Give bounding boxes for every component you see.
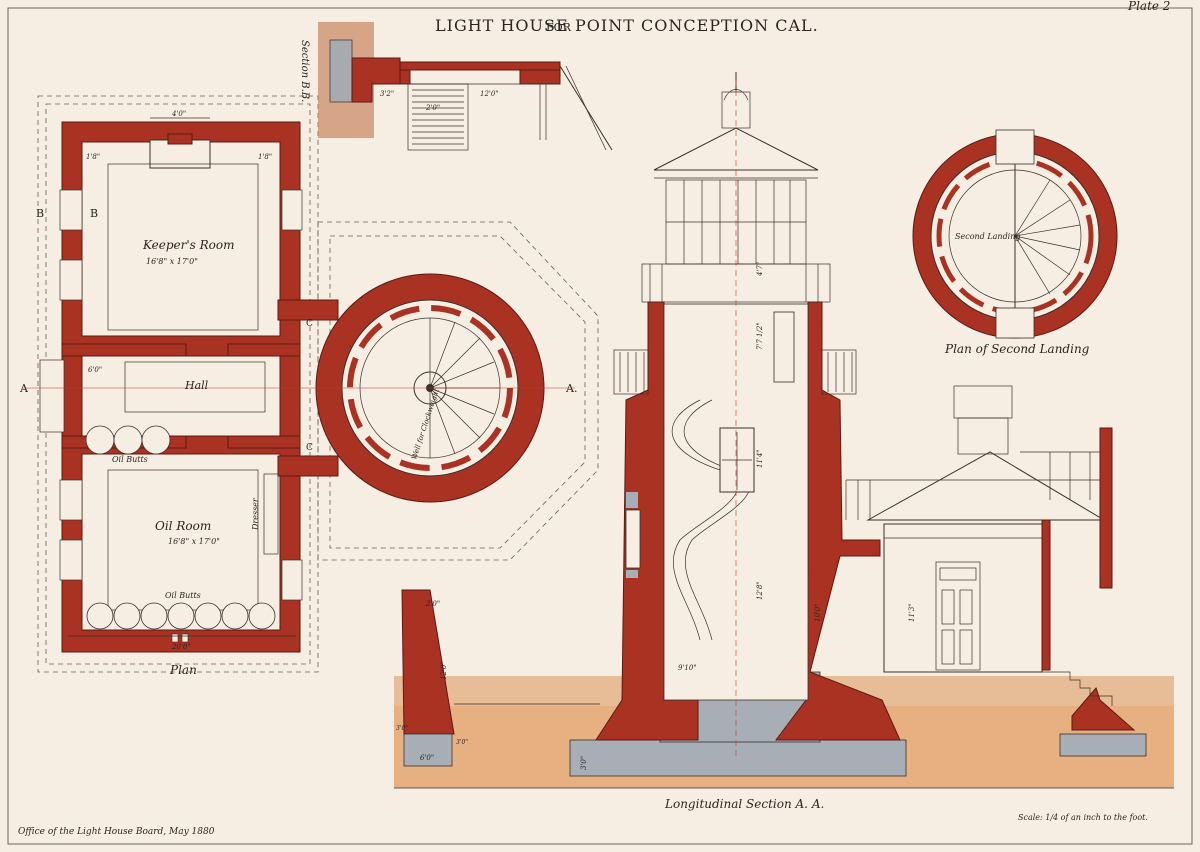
plate-number: Plate 2: [1127, 0, 1170, 13]
dim-base: 9'10": [678, 664, 697, 672]
retaining-dim-top: 2'0": [425, 600, 440, 608]
section-bb-dim-b: 12'0": [480, 90, 499, 98]
section-bb-dim-a: 2'0": [425, 104, 440, 112]
office-credit: Office of the Light House Board, May 188…: [18, 827, 215, 837]
section-mark-b-left: B: [36, 207, 44, 220]
hall-label: Hall: [184, 379, 209, 392]
dim-upper: 7'7 1/2": [756, 322, 764, 350]
title-main: LIGHT HOUSE: [435, 16, 569, 35]
retaining-dim-b: 3'0": [456, 739, 468, 746]
section-bb: [318, 22, 613, 151]
dim-room-height: 10'0": [814, 603, 822, 622]
dresser-label: Dresser: [251, 497, 260, 531]
section-mark-b: B: [90, 207, 98, 220]
section-mark-a-right: A.: [565, 382, 577, 395]
retaining-dim-height: 12'0": [440, 661, 448, 680]
title-place: POINT CONCEPTION CAL.: [575, 16, 819, 35]
plan-dim-5: 6'0": [88, 366, 102, 374]
second-landing-caption: Plan of Second Landing: [944, 342, 1090, 356]
retaining-dim-base: 6'0": [420, 754, 434, 762]
oil-butts-upper-label: Oil Butts: [112, 455, 148, 464]
dim-middle: 11'4": [756, 449, 764, 468]
mark-c-upper: C: [306, 319, 313, 329]
oil-butts-lower-label: Oil Butts: [165, 591, 201, 600]
scale-note: Scale: 1/4 of an inch to the foot.: [1018, 813, 1148, 822]
section-bb-caption: Section B.B.: [299, 40, 310, 102]
dim-footing: 3'0": [580, 756, 588, 770]
keepers-room-label: Keeper's Room: [142, 238, 235, 252]
plan-caption: Plan: [169, 663, 197, 677]
second-landing-inner-label: Second Landing: [955, 232, 1021, 241]
dim-lower: 12'8": [756, 581, 764, 600]
dim-lantern: 4'7": [756, 262, 764, 277]
mark-c-lower: C: [306, 443, 313, 453]
title-for: FOR: [546, 21, 572, 34]
keepers-room-size: 16'8" x 17'0": [146, 257, 198, 266]
plan-dim-2: 1'8": [258, 153, 272, 161]
dim-room-height-2: 11'3": [908, 603, 916, 622]
plan-dim-1: 1'8": [86, 153, 100, 161]
longitudinal-section-caption: Longitudinal Section A. A.: [664, 797, 824, 811]
second-landing-plan: [912, 129, 1118, 339]
retaining-dim-a: 3'0": [396, 725, 408, 732]
longitudinal-section: [394, 72, 1174, 789]
section-bb-dim-c: 3'2": [380, 90, 394, 98]
section-mark-a-left: A: [19, 382, 29, 395]
oil-room-label: Oil Room: [155, 519, 211, 533]
oil-room-size: 16'8" x 17'0": [168, 537, 220, 546]
plan-dim-bottom: 20'0": [171, 643, 191, 651]
ground-plan: [22, 95, 599, 673]
plan-dim-top: 4'0": [171, 110, 186, 118]
